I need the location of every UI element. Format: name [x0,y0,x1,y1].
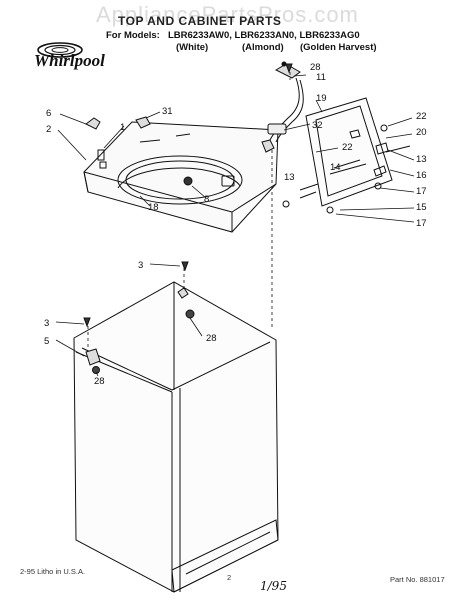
model-color-white: (White) [176,42,209,53]
diagram-title: TOP AND CABINET PARTS [118,14,282,28]
callout-11: 11 [316,72,326,83]
callout-1: 1 [120,122,125,133]
callout-22a: 22 [416,111,427,122]
callout-17b: 17 [416,218,427,229]
hinge-parts [85,116,151,169]
callout-13a: 13 [416,154,427,165]
callout-6: 6 [46,108,51,119]
callout-19: 19 [316,93,327,104]
callout-18: 18 [148,202,159,213]
leader-lines-top [57,74,415,223]
footer-part-number: Part No. 881017 [390,575,445,584]
assembly-dashed-lines [87,66,291,348]
callout-20: 20 [416,127,427,138]
callout-3a: 3 [138,260,143,271]
model-color-golden-harvest: (Golden Harvest) [300,42,377,53]
callout-28a: 28 [310,62,321,73]
callout-labels: 28 11 19 22 20 32 22 13 14 16 13 17 15 1… [44,62,427,387]
callout-14: 14 [330,162,341,173]
callout-31: 31 [162,106,173,117]
callout-15: 15 [416,202,427,213]
footer-page-number: 2 [227,573,232,582]
screw-parts [83,63,293,328]
models-list: LBR6233AW0, LBR6233AN0, LBR6233AG0 [168,30,360,41]
footer-handwritten-date: 1/95 [260,579,287,593]
whirlpool-logo-text: Whirlpool [34,51,105,70]
washer-cabinet [73,281,279,593]
watermark: AppliancePartsPros.com [96,2,359,27]
footer-litho: 2-95 Litho in U.S.A. [20,567,86,576]
callout-28c: 28 [94,376,105,387]
callout-5: 5 [44,336,49,347]
callout-22b: 22 [342,142,353,153]
callout-17a: 17 [416,186,427,197]
callout-28b: 28 [206,333,217,344]
whirlpool-swirl-logo-icon [37,42,83,58]
callout-16: 16 [416,170,427,181]
washer-top-panel [83,121,279,233]
callout-13b: 13 [284,172,295,183]
model-color-almond: (Almond) [242,42,284,53]
callout-32: 32 [312,120,323,131]
lid-assembly [282,97,411,214]
leader-lines-cabinet [55,263,203,377]
callout-2: 2 [46,124,51,135]
callout-3b: 3 [44,318,49,329]
models-prefix: For Models: [106,30,160,41]
wire-harness [261,61,304,153]
callout-8: 8 [204,194,209,205]
